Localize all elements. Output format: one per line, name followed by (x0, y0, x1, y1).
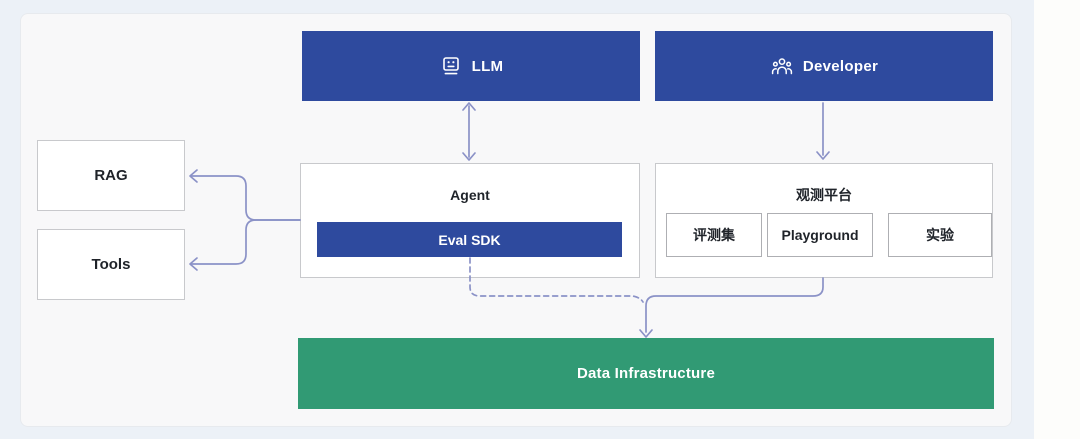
node-developer: Developer (655, 31, 993, 101)
node-observation-platform-title: 观测平台 (796, 187, 852, 203)
node-tools: Tools (37, 229, 185, 300)
node-agent-title: Agent (450, 187, 490, 203)
background-right-strip (1034, 0, 1080, 439)
node-agent: Agent (300, 163, 640, 278)
node-data-infrastructure-label: Data Infrastructure (576, 365, 715, 382)
node-developer-label: Developer (802, 57, 879, 75)
node-rag: RAG (37, 140, 185, 211)
node-data-infrastructure: Data Infrastructure (298, 338, 994, 409)
chip-playground: Playground (767, 213, 873, 257)
chip-eval-dataset: 评测集 (666, 213, 762, 257)
people-group-icon (770, 54, 794, 78)
node-llm-label: LLM (471, 57, 504, 75)
chip-experiment: 实验 (888, 213, 992, 257)
node-tools-label: Tools (91, 256, 131, 273)
node-llm: LLM (302, 31, 640, 101)
node-eval-sdk: Eval SDK (317, 222, 622, 257)
robot-face-icon (439, 54, 463, 78)
node-rag-label: RAG (94, 167, 128, 184)
